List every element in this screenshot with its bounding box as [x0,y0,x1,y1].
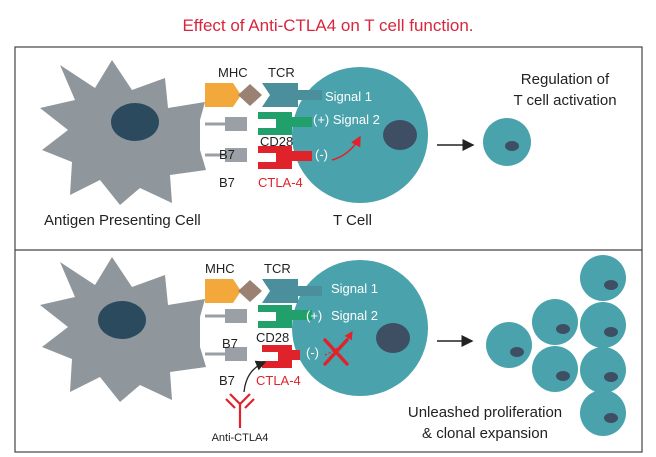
mhc-receptor [205,83,241,107]
tcr-receptor-2 [262,279,322,303]
mhc-label-2: MHC [205,261,235,276]
ctla4-label-2: CTLA-4 [256,373,301,388]
cd28-receptor [258,112,312,135]
minus-label-2: (-) [306,345,319,360]
proliferating-t-cells [486,255,626,436]
anti-ctla4-antibody [225,393,255,428]
mhc-receptor-2 [205,279,241,303]
b7-label-4: B7 [219,373,235,388]
b7-label-1: B7 [219,147,235,162]
diagram-title: Effect of Anti-CTLA4 on T cell function. [182,16,473,35]
b7-ligand-3 [225,309,247,323]
b7-label-3: B7 [222,336,238,351]
b7-ligand-2 [225,148,247,162]
signal-2-label: (+) Signal 2 [313,112,380,127]
minus-label: (-) [315,147,328,162]
regulation-label-line2: T cell activation [513,92,616,109]
mhc-label: MHC [218,65,248,80]
apc-nucleus [111,103,159,141]
antibody-binding-arrow [243,360,267,393]
cd28-receptor-2 [258,305,312,328]
t-cell-nucleus-2 [376,323,410,353]
antigen-peptide-2 [238,280,262,302]
cd28-label-2: CD28 [256,330,289,345]
bottom-panel: MHC TCR B7 CD28 B7 CTLA-4 Signal 1 (+) S… [40,255,626,444]
ctla4-receptor-2 [262,345,300,368]
t-cell-shape [292,67,428,203]
apc-label: Antigen Presenting Cell [44,212,201,229]
t-cell-label: T Cell [333,212,372,229]
ctla4-label: CTLA-4 [258,175,303,190]
regulated-t-cell-nucleus [505,141,519,151]
t-cell-nucleus [383,120,417,150]
b7-label-2: B7 [219,175,235,190]
tcr-label-2: TCR [264,261,291,276]
b7-ligand-1 [225,117,247,131]
signal-1-label: Signal 1 [325,89,372,104]
apc-nucleus-2 [98,301,146,339]
regulated-t-cell [483,118,531,166]
unleashed-label-line2: & clonal expansion [422,425,548,442]
unleashed-label-line1: Unleashed proliferation [408,404,562,421]
antigen-peptide [238,84,262,106]
anti-ctla4-label: Anti-CTLA4 [212,432,269,444]
cd28-label: CD28 [260,134,293,149]
tcr-label: TCR [268,65,295,80]
signal-2-label-2: Signal 2 [331,308,378,323]
regulation-label-line1: Regulation of [521,71,610,88]
top-panel: MHC TCR B7 CD28 B7 CTLA-4 Signal 1 (+) S… [40,60,617,229]
b7-ligand-4 [225,347,247,361]
signal-1-label-2: Signal 1 [331,281,378,296]
inhibition-arrow [331,135,361,161]
plus-label: (+) [306,308,322,323]
block-x-icon [323,338,349,366]
tcr-receptor [262,83,322,107]
ctla4-receptor [258,146,312,169]
